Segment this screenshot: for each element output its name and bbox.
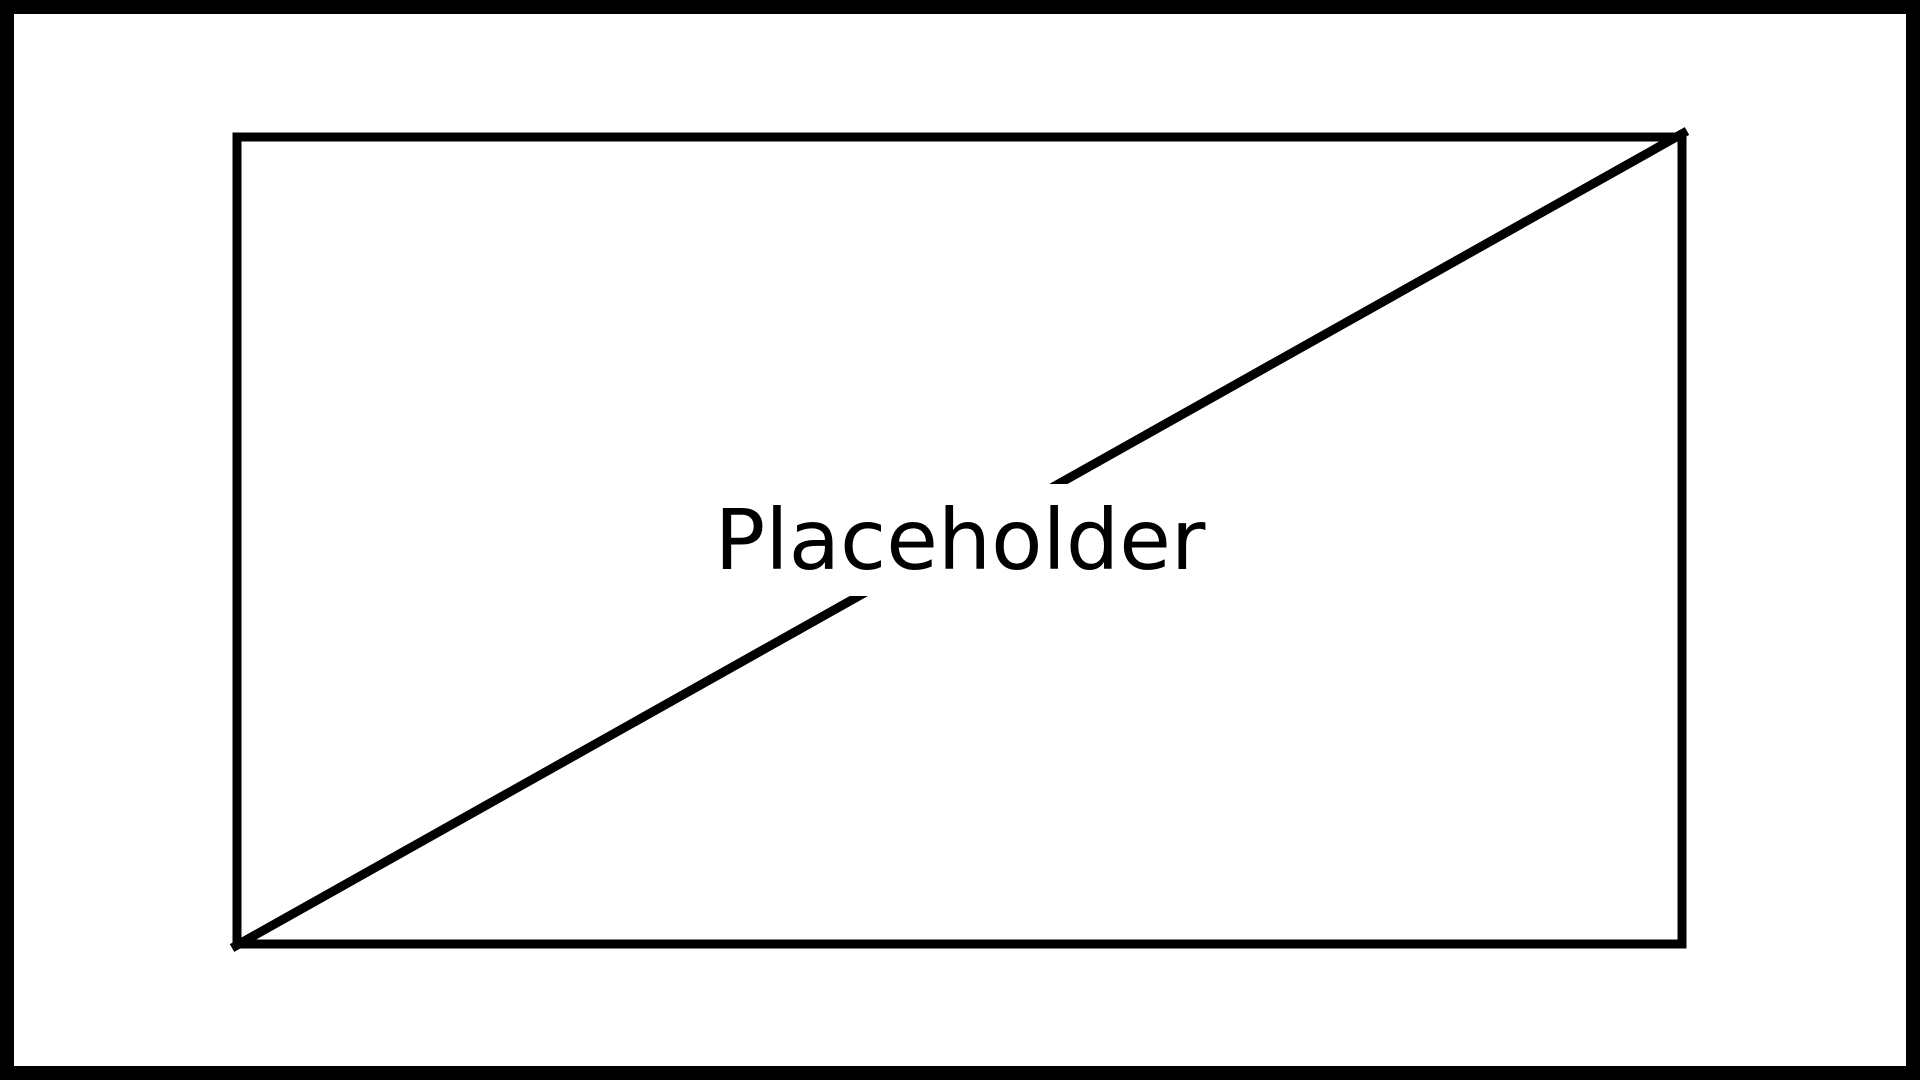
placeholder-label: Placeholder [704, 484, 1216, 596]
placeholder-box [232, 132, 1687, 949]
